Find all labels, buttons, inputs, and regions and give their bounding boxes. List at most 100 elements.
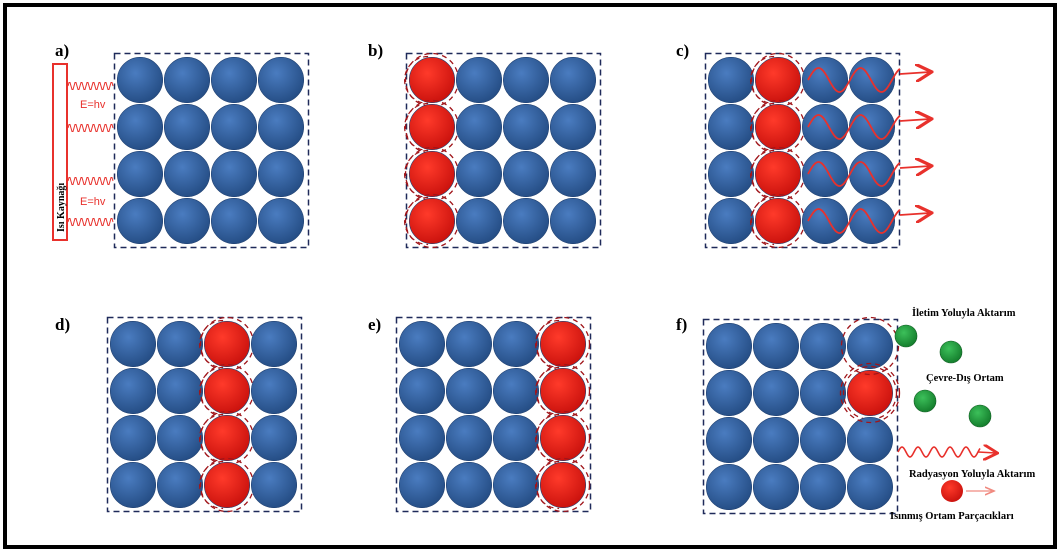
vibration-arc-b	[404, 149, 429, 199]
particle-e	[445, 367, 492, 414]
particle-e	[492, 461, 539, 508]
heated-particles-label: Isınmış Ortam Parçacıkları	[890, 511, 1014, 522]
heated-particle-f	[846, 369, 893, 416]
particle-a	[117, 56, 164, 104]
particle-a	[164, 104, 211, 151]
panel-label-f: f)	[676, 315, 687, 334]
vibration-arc-c	[750, 55, 775, 105]
particle-f	[705, 322, 752, 369]
wave-arrow	[899, 72, 930, 74]
heat-wave	[67, 177, 114, 185]
particle-f	[705, 416, 752, 463]
particle-f	[752, 369, 799, 416]
heated-particle-b	[408, 56, 455, 104]
vibration-arc-b	[404, 102, 429, 152]
particle-b	[455, 198, 502, 245]
particle-a	[257, 56, 304, 104]
particle-e	[492, 320, 539, 367]
particle-f	[799, 463, 846, 510]
vibration-arc-c	[750, 149, 775, 199]
figure-frame	[3, 3, 1057, 549]
particle-b	[502, 151, 549, 198]
particle-b	[502, 104, 549, 151]
particle-f	[705, 463, 752, 510]
vibration-wave	[807, 208, 901, 234]
particle-f	[752, 322, 799, 369]
particle-d	[110, 367, 157, 414]
particle-c	[707, 56, 754, 104]
heated-particle-b	[408, 151, 455, 198]
vibration-wave	[807, 114, 901, 140]
vibration-ring-e	[535, 363, 591, 419]
particle-e	[398, 320, 445, 367]
heat-wave	[67, 124, 114, 132]
heated-particle-e	[539, 461, 586, 508]
vibration-arc-d	[199, 319, 224, 369]
particle-d	[110, 461, 157, 508]
particle-b	[455, 56, 502, 104]
particle-f	[799, 416, 846, 463]
particle-a	[117, 104, 164, 151]
wave-arrow	[899, 119, 930, 121]
wave-arrow	[899, 213, 930, 215]
particle-f	[752, 463, 799, 510]
heated-particle-d	[204, 320, 251, 367]
particle-e	[445, 414, 492, 461]
heated-particle-e	[539, 414, 586, 461]
lattice-border-c	[704, 52, 901, 249]
heated-particle-b	[408, 198, 455, 245]
lattice-border-b	[405, 52, 602, 249]
vibration-arc-d	[199, 413, 224, 463]
particle-e	[492, 414, 539, 461]
particle-a	[164, 56, 211, 104]
vibration-arc-e	[535, 413, 560, 463]
particle-a	[117, 151, 164, 198]
particle-c	[707, 198, 754, 245]
particle-a	[211, 198, 258, 245]
radiation-wave	[897, 446, 981, 458]
particle-d	[251, 414, 298, 461]
lattice-border-e	[395, 316, 592, 513]
vibration-arc-b	[404, 55, 429, 105]
particle-e	[445, 320, 492, 367]
particle-d	[110, 320, 157, 367]
particle-a	[211, 104, 258, 151]
panel-label-a: a)	[55, 41, 69, 60]
particle-f	[799, 322, 846, 369]
vibration-ring-e	[535, 316, 591, 372]
vibration-arc-e	[535, 366, 560, 416]
energy-label-1: E=hv	[80, 99, 106, 111]
particle-b	[549, 151, 596, 198]
heated-particle-e	[539, 320, 586, 367]
heated-particle-b	[408, 104, 455, 151]
particle-a	[117, 198, 164, 245]
vibration-arc-c	[750, 196, 775, 246]
particle-f	[799, 369, 846, 416]
conduction-transfer-label: İletim Yoluyla Aktarım	[912, 307, 1016, 319]
particle-a	[211, 151, 258, 198]
vibration-arc-e	[535, 460, 560, 510]
particle-d	[251, 367, 298, 414]
particle-a	[257, 104, 304, 151]
heat-source-label: Isı Kaynağı	[56, 183, 67, 232]
particle-f	[846, 416, 893, 463]
energy-label-2: E=hv	[80, 196, 106, 208]
particle-c	[801, 151, 848, 198]
particle-b	[549, 198, 596, 245]
vibration-wave	[807, 161, 901, 187]
particle-c	[707, 151, 754, 198]
lattice-border-d	[106, 316, 303, 513]
particle-f	[705, 369, 752, 416]
legend-heated-particle	[941, 480, 963, 502]
heated-particle-d	[204, 367, 251, 414]
particle-d	[110, 414, 157, 461]
particle-c	[801, 104, 848, 151]
particle-b	[455, 104, 502, 151]
particle-d	[251, 461, 298, 508]
vibration-arc-d	[199, 460, 224, 510]
environment-particle	[939, 340, 963, 364]
particle-f	[846, 322, 893, 369]
panel-label-d: d)	[55, 315, 70, 334]
heated-particle-c	[754, 104, 801, 151]
lattice-border-a	[113, 52, 310, 249]
